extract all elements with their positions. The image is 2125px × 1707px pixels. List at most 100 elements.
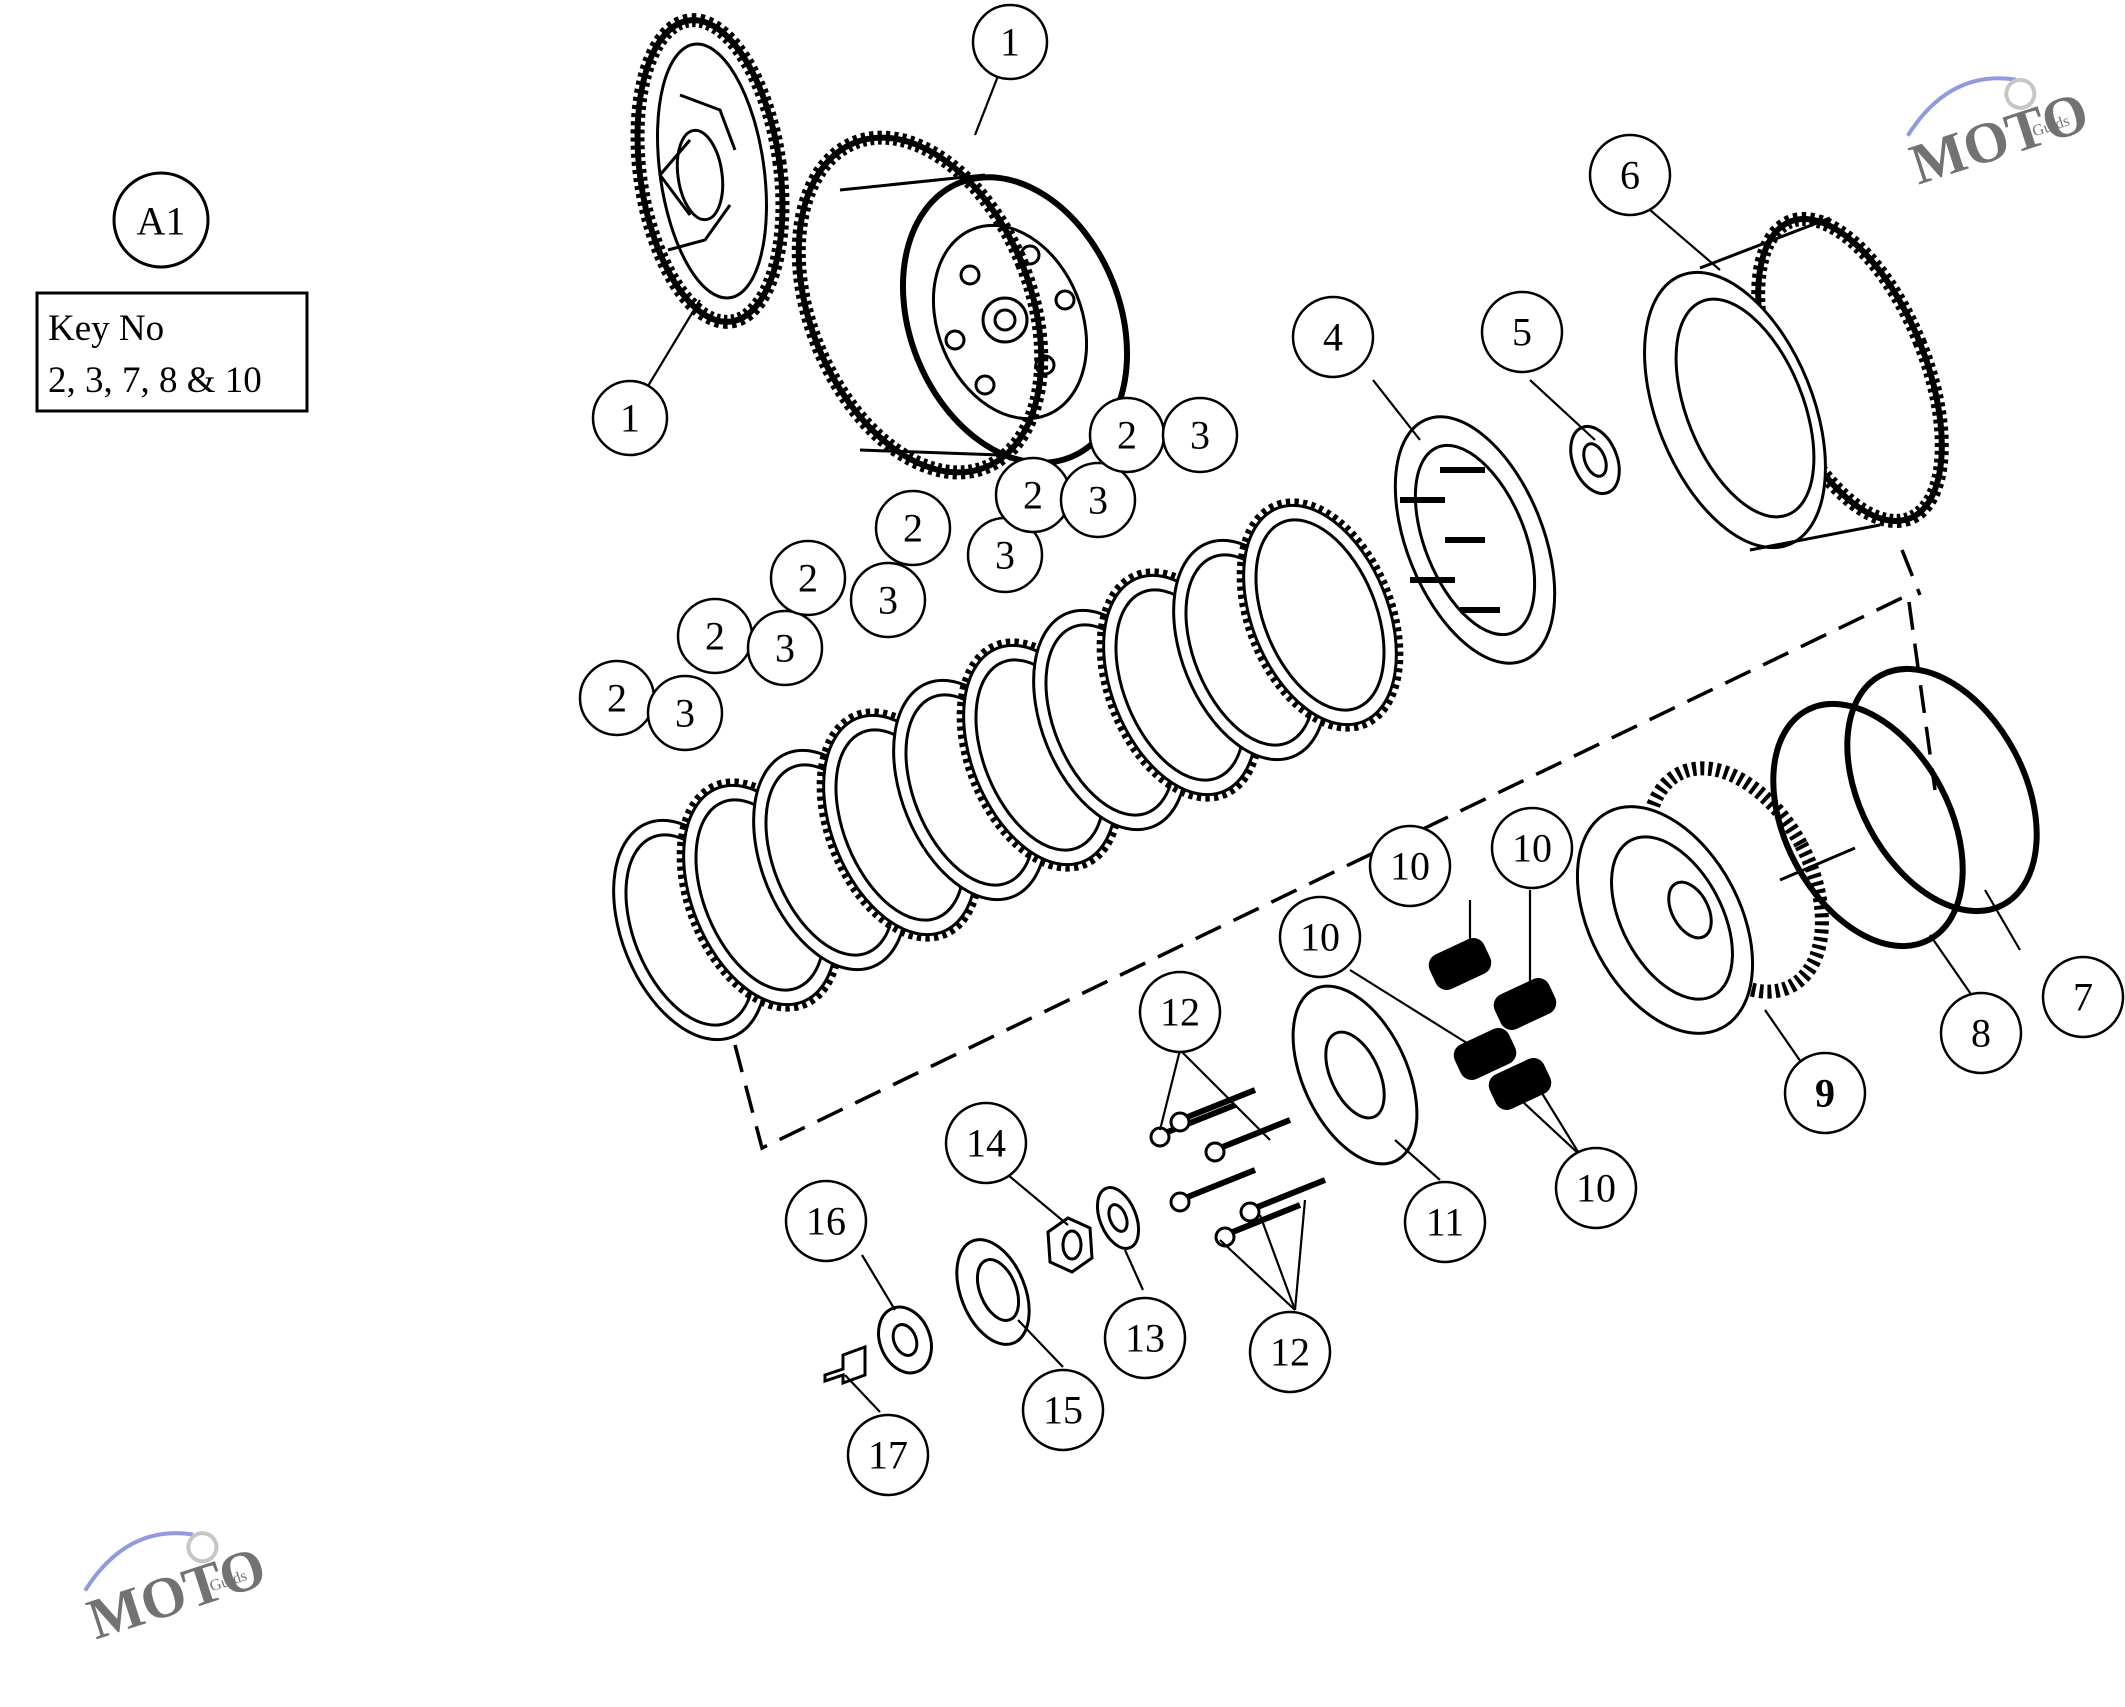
svg-text:2: 2 (798, 556, 818, 601)
part-5-lock-washer (1569, 425, 1621, 495)
svg-text:11: 11 (1426, 1200, 1465, 1245)
svg-text:1: 1 (620, 396, 640, 441)
part-1-ring-gear (630, 13, 790, 329)
callout-13: 13 (1103, 1296, 1187, 1380)
svg-text:6: 6 (1620, 153, 1640, 198)
part-7-o-ring (1844, 665, 2040, 915)
svg-text:3: 3 (675, 691, 695, 736)
callout-16: 16 (784, 1179, 868, 1263)
svg-text:14: 14 (966, 1121, 1006, 1166)
svg-text:12: 12 (1270, 1330, 1310, 1375)
callout-5: 5 (1480, 290, 1564, 374)
callouts: 1 1 2 3 2 3 2 3 2 3 2 3 2 3 4 5 6 7 8 9 … (578, 3, 2125, 1497)
part-17-pin (823, 1344, 867, 1386)
svg-text:8: 8 (1971, 1011, 1991, 1056)
gear-icon (186, 1531, 219, 1564)
callout-3: 3 (1059, 461, 1137, 539)
svg-text:10: 10 (1300, 915, 1340, 960)
svg-text:1: 1 (1000, 20, 1020, 65)
callout-8: 8 (1939, 991, 2023, 1075)
callout-2: 2 (874, 489, 952, 567)
part-8-o-ring (1770, 700, 1966, 950)
part-14-nut (1046, 1216, 1094, 1274)
svg-text:4: 4 (1323, 315, 1343, 360)
callout-10: 10 (1490, 806, 1574, 890)
assembly-ref-label: A1 (137, 199, 186, 244)
part-13-washer (1095, 1186, 1141, 1250)
plate-pair-5 (1172, 498, 1404, 762)
spring-a (1428, 938, 1492, 990)
part-4-pressure-plate (1393, 415, 1557, 665)
spring-c (1453, 1028, 1517, 1080)
svg-text:2: 2 (705, 614, 725, 659)
svg-text:3: 3 (995, 533, 1015, 578)
callout-9: 9 (1783, 1051, 1867, 1135)
part-15-bearing (955, 1238, 1031, 1346)
callout-15: 15 (1021, 1368, 1105, 1452)
callout-10: 10 (1368, 824, 1452, 908)
gear-icon (2004, 77, 2037, 110)
callout-2: 2 (1088, 396, 1166, 474)
svg-text:5: 5 (1512, 310, 1532, 355)
svg-text:2: 2 (1023, 473, 1043, 518)
svg-text:2: 2 (1117, 413, 1137, 458)
watermark-logo-top-right: MOTO Guids (1902, 76, 2096, 197)
key-box-list: 2, 3, 7, 8 & 10 (48, 360, 262, 401)
svg-text:3: 3 (1088, 478, 1108, 523)
svg-text:17: 17 (868, 1433, 908, 1478)
leader-lines (647, 75, 2021, 1413)
callout-3: 3 (646, 674, 724, 752)
svg-text:16: 16 (806, 1199, 846, 1244)
callout-2: 2 (676, 597, 754, 675)
callout-12-bottom: 12 (1248, 1310, 1332, 1394)
key-box-frame (35, 291, 309, 413)
callout-17: 17 (846, 1413, 930, 1497)
watermark-brand: MOTO (80, 1534, 274, 1652)
part-11-spring-plate (1291, 984, 1419, 1166)
key-box-title: Key No (48, 308, 164, 349)
callout-12-top: 12 (1138, 970, 1222, 1054)
part-6-outer-drum (1643, 212, 1949, 552)
part-1-clutch-basket (791, 130, 1131, 480)
callout-7: 7 (2041, 955, 2125, 1039)
callout-4: 4 (1291, 295, 1375, 379)
assembly-ref-circle (112, 171, 210, 269)
svg-text:12: 12 (1160, 990, 1200, 1035)
spring-b (1493, 978, 1557, 1030)
callout-3: 3 (746, 609, 824, 687)
callout-3: 3 (1161, 396, 1239, 474)
svg-text:10: 10 (1576, 1166, 1616, 1211)
svg-text:13: 13 (1125, 1316, 1165, 1361)
watermark-logo-bottom-left: MOTO Guids (80, 1531, 274, 1652)
callout-14: 14 (944, 1101, 1028, 1185)
plate-pair-4 (1032, 568, 1264, 832)
key-box: Key No 2, 3, 7, 8 & 10 (35, 291, 309, 413)
svg-text:2: 2 (903, 506, 923, 551)
callout-10: 10 (1278, 895, 1362, 979)
spring-d (1488, 1058, 1552, 1110)
watermark-brand: MOTO (1902, 79, 2096, 197)
svg-text:7: 7 (2073, 975, 2093, 1020)
svg-text:2: 2 (607, 676, 627, 721)
callout-3: 3 (966, 516, 1044, 594)
part-12-bolts (1149, 1087, 1327, 1248)
callout-6: 6 (1588, 133, 1672, 217)
svg-text:15: 15 (1043, 1388, 1083, 1433)
callout-2: 2 (769, 539, 847, 617)
svg-text:10: 10 (1512, 826, 1552, 871)
part-9-inner-hub (1575, 761, 1856, 1035)
callout-10: 10 (1554, 1146, 1638, 1230)
clutch-plate-stack (612, 498, 1404, 1042)
callout-1-ring-gear: 1 (591, 379, 669, 457)
callout-2: 2 (994, 456, 1072, 534)
part-10-springs (1428, 938, 1557, 1110)
callout-2: 2 (578, 659, 656, 737)
assembly-reference: A1 (112, 171, 210, 269)
svg-text:3: 3 (878, 578, 898, 623)
callout-1-basket: 1 (971, 3, 1049, 81)
callout-11: 11 (1403, 1180, 1487, 1264)
svg-text:10: 10 (1390, 844, 1430, 889)
assembly-boundary-dashed (733, 549, 1937, 1151)
svg-text:3: 3 (1190, 413, 1210, 458)
